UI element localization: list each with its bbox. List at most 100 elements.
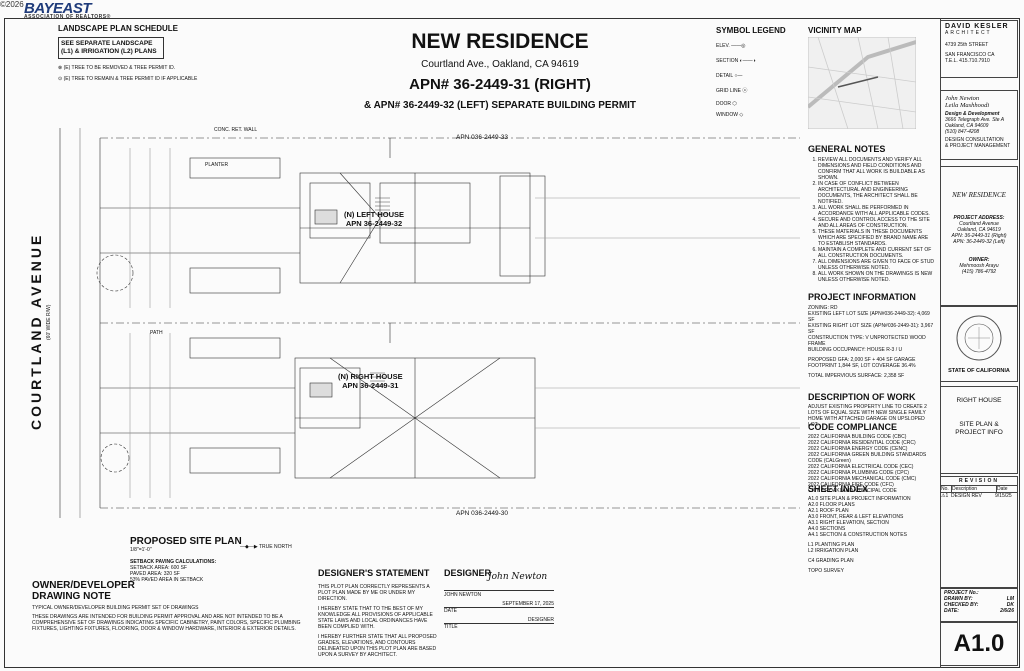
symbol-legend: SYMBOL LEGEND ELEV. ——◎ SECTION ◐——◑ DET… [716,26,802,118]
landscape-note: SEE SEPARATE LANDSCAPE (L1) & IRRIGATION… [58,37,164,59]
code-line: 2022 CALIFORNIA MECHANICAL CODE (CMC) [808,476,917,482]
designer-signature: John Newton [488,572,548,582]
street-row: (60' WIDE R/W) [46,304,52,340]
revision-col-no: No. [941,486,952,492]
note-item: SECURE AND CONTROL ACCESS TO THE SITE AN… [818,217,936,229]
owner-text: THESE DRAWINGS ARE INTENDED FOR BUILDING… [32,614,301,632]
project-block: NEW RESIDENCE PROJECT ADDRESS: Courtland… [940,166,1018,306]
project-address-2: Oakland, CA 94619 [957,227,1001,233]
project-info-line: PROPOSED GFA: 2,000 SF + 404 SF GARAGE [808,357,916,363]
symbol-detail: DETAIL ○— [716,73,743,79]
owner-heading: OWNER: [968,257,990,263]
note-item: THESE MATERIALS IN THESE DOCUMENTS WHICH… [818,229,936,247]
description-heading: DESCRIPTION OF WORK [808,392,916,402]
client-phone: (510) 847-4208 [945,129,980,135]
site-plan-scale: 1/8"=1'-0" [130,547,152,553]
project-info-line: FOOTPRINT 1,844 SF, LOT COVERAGE 36.4% [808,363,916,369]
designer-statement: DESIGNER'S STATEMENT THIS PLOT PLAN CORR… [318,568,438,658]
symbol-grid: GRID LINE ⓧ [716,88,748,94]
landscape-item-1: ⊗ (E) TREE TO BE REMOVED & TREE PERMIT I… [58,65,176,71]
vicinity-map-graphic [806,36,917,130]
revision-row-date: 9/15/25 [995,493,1012,499]
statement-p3: I HEREBY FURTHER STATE THAT ALL PROPOSED… [318,634,437,658]
project-number-block: PROJECT No.: DRAWN BY:LM CHECKED BY:DK D… [940,588,1018,622]
designer-title-label: TITLE [444,623,554,630]
symbol-door: DOOR ⬡ [716,101,737,107]
setback-line: SETBACK AREA: 600 SF [130,565,187,571]
project-info-line: ZONING: RD [808,305,838,311]
landscape-item-2: ⊙ (E) TREE TO REMAIN & TREE PERMIT ID IF… [58,76,198,82]
code-line: 2022 CALIFORNIA ELECTRICAL CODE (CEC) [808,464,914,470]
designer-heading: DESIGNER [444,568,492,578]
revision-header-row: No. Description Date [941,486,1017,493]
street-name: COURTLAND AVENUE [28,232,44,430]
designer-date-label: DATE [444,607,554,614]
note-item: ALL DIMENSIONS ARE GIVEN TO FACE OF STUD… [818,259,936,271]
drawn-by-row: DRAWN BY:LM [944,596,1014,602]
window-symbol-icon: ◇ [739,112,744,118]
sheet-title-block: RIGHT HOUSE SITE PLAN & PROJECT INFO [940,386,1018,474]
sheet-index-line: L1 PLANTING PLAN [808,542,855,548]
grid-symbol-icon: ⓧ [742,88,748,94]
wall-label: CONC. RET. WALL [214,127,258,133]
owner-heading-2: DRAWING NOTE [32,591,111,602]
title-apn-left: & APN# 36-2449-32 (LEFT) SEPARATE BUILDI… [363,100,637,111]
project-address-heading: PROJECT ADDRESS: [953,215,1005,221]
section-symbol-icon: ◐——◑ [739,58,756,64]
code-line: 2022 CALIFORNIA RESIDENTIAL CODE (CRC) [808,440,916,446]
left-house-apn: APN 36-2449-32 [345,219,403,228]
sheet-index-line: L2 IRRIGATION PLAN [808,548,859,554]
code-line: 2022 CALIFORNIA PLUMBING CODE (CPC) [808,470,909,476]
designer-block: DESIGNER John Newton JOHN NEWTON SEPTEMB… [444,568,554,630]
symbol-legend-heading: SYMBOL LEGEND [716,26,786,35]
description-text: ADJUST EXISTING PROPERTY LINE TO CREATE … [808,404,927,428]
site-plan-drawing [59,128,800,518]
designer-date-value: SEPTEMBER 17, 2025 [502,601,554,607]
project-apn-1: APN: 36-2449-31 (Right) [951,233,1007,239]
sheet-index: SHEET INDEX A1.0 SITE PLAN & PROJECT INF… [808,484,936,574]
path-label: PATH [150,330,163,336]
setback-line: 53% PAVED AREA IN SETBACK [130,577,204,583]
note-item: REVIEW ALL DOCUMENTS AND VERIFY ALL DIME… [818,157,936,181]
setback-line: SETBACK PAVING CALCULATIONS: [130,559,217,565]
code-line: 2022 CALIFORNIA GREEN BUILDING STANDARDS… [808,452,927,464]
left-house-label: (N) LEFT HOUSE APN 36-2449-32 [344,210,404,228]
owner-phone: (415) 786-4792 [961,269,997,275]
site-plan-caption: PROPOSED SITE PLAN 1/8"=1'-0" SETBACK PA… [130,536,330,583]
statement-p1: THIS PLOT PLAN CORRECTLY REPRESENTS A PL… [318,584,430,602]
north-arrow-icon: —◆—▶ [240,544,259,550]
sheet-index-line: A4.0 SECTIONS [808,526,846,532]
project-address-1: Courtland Avenue [959,221,999,227]
architect-city: SAN FRANCISCO CA [945,52,995,58]
designer-name-row: JOHN NEWTON [444,590,554,598]
sheet-title-3: PROJECT INFO [955,429,1003,436]
apn-bottom-label: APN 036-2449-30 [456,510,509,517]
revision-heading: REVISION [941,477,1017,486]
sheet-index-line: A2.1 ROOF PLAN [808,508,849,514]
client-line-4: 3666 Telegraph Ave. Ste A [945,117,1005,123]
revision-row-desc: DESIGN REV [951,493,982,499]
architect-name: DAVID KESLER [945,23,1009,30]
symbol-elev: ELEV. ——◎ [716,43,746,49]
client-block: John Newton Leila Mashhoodi Design & Dev… [940,90,1018,160]
bayeast-logo: BAYEAST ASSOCIATION OF REALTORS® [24,0,111,20]
code-line: CITY OF OAKLAND MUNICIPAL CODE [808,488,897,494]
page-number: A1.0 [953,630,1005,657]
project-info-line: TOTAL IMPERVIOUS SURFACE: 2,358 SF [808,373,905,379]
architect-phone: T.E.L. 415.710.7910 [945,58,990,64]
copyright: ©2026 [0,0,24,9]
owner-line: TYPICAL OWNER/DEVELOPER BUILDING PERMIT … [32,605,199,611]
general-notes: GENERAL NOTES REVIEW ALL DOCUMENTS AND V… [808,144,936,283]
architect-block: DAVID KESLER ARCHITECT 4739 25th STREET … [940,20,1018,78]
project-block-title: NEW RESIDENCE [952,191,1006,199]
tree-remain-icon: ⊙ [58,76,64,82]
statement-p2: I HEREBY STATE THAT TO THE BEST OF MY KN… [318,606,433,630]
page-title: NEW RESIDENCE [411,30,589,53]
code-line: 2022 CALIFORNIA BUILDING CODE (CBC) [808,434,907,440]
client-line-3: Design & Development [945,111,1000,117]
landscape-schedule: LANDSCAPE PLAN SCHEDULE SEE SEPARATE LAN… [58,24,218,82]
door-symbol-icon: ⬡ [732,101,737,107]
general-notes-list: REVIEW ALL DOCUMENTS AND VERIFY ALL DIME… [808,157,936,283]
left-house-title: (N) LEFT HOUSE [344,210,404,219]
